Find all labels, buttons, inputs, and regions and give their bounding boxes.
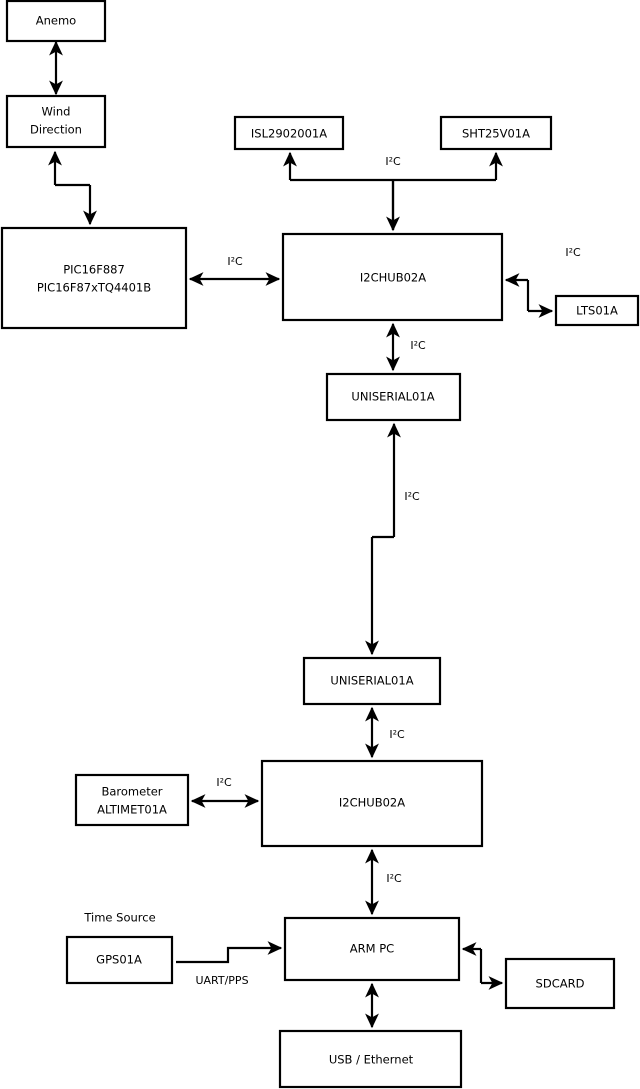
node-pic-label-1: PIC16F887 — [63, 263, 125, 277]
edge-label-uniserial-hub-bottom: I²C — [389, 728, 405, 741]
node-pic-label-2: PIC16F87xTQ4401B — [37, 281, 151, 295]
node-barometer-altimet01a[interactable]: Barometer ALTIMET01A — [74, 773, 190, 827]
node-wind-direction[interactable]: Wind Direction — [5, 94, 107, 149]
edge-label-uniserial-link: I²C — [404, 490, 420, 503]
node-sdcard-label: SDCARD — [536, 977, 585, 991]
node-anemo-label: Anemo — [36, 14, 76, 28]
node-lts01a[interactable]: LTS01A — [554, 294, 640, 327]
edge-label-hub-armpc: I²C — [386, 872, 402, 885]
node-gps01a[interactable]: GPS01A — [65, 935, 174, 985]
node-armpc-label: ARM PC — [350, 942, 394, 956]
node-uniserial-top-label: UNISERIAL01A — [351, 390, 434, 404]
node-uniserial01a-bottom[interactable]: UNISERIAL01A — [302, 656, 442, 706]
edge-gps-armpc — [176, 941, 283, 964]
node-lts-label: LTS01A — [576, 304, 618, 318]
node-isl-label: ISL2902001A — [251, 127, 327, 141]
node-hub-bottom-label: I2CHUB02A — [339, 796, 405, 810]
node-sht25v01a[interactable]: SHT25V01A — [439, 115, 553, 151]
node-i2chub02a-top[interactable]: I2CHUB02A — [281, 232, 504, 322]
edge-label-hub-uniserial-top: I²C — [410, 339, 426, 352]
node-hub-top-label: I2CHUB02A — [360, 271, 426, 285]
edge-label-gps-armpc: UART/PPS — [195, 974, 248, 987]
node-anemo[interactable]: Anemo — [5, 0, 107, 43]
node-sdcard[interactable]: SDCARD — [504, 957, 616, 1010]
edge-label-sensors-fork: I²C — [385, 155, 401, 168]
node-wind-direction-label-1: Wind — [42, 105, 71, 119]
node-usb-ethernet[interactable]: USB / Ethernet — [278, 1029, 463, 1089]
node-uniserial-bottom-label: UNISERIAL01A — [330, 674, 413, 688]
node-isl2902001a[interactable]: ISL2902001A — [233, 115, 345, 151]
node-pic16f887[interactable]: PIC16F887 PIC16F87xTQ4401B — [0, 226, 188, 330]
label-time-source: Time Source — [83, 911, 155, 925]
node-gps-label: GPS01A — [96, 953, 142, 967]
node-usb-ethernet-label: USB / Ethernet — [329, 1053, 414, 1067]
node-barometer-label-1: Barometer — [101, 785, 162, 799]
node-uniserial01a-top[interactable]: UNISERIAL01A — [325, 372, 462, 422]
node-barometer-label-2: ALTIMET01A — [97, 803, 167, 817]
edge-label-pic-hub: I²C — [227, 255, 243, 268]
edge-label-hub-lts: I²C — [565, 246, 581, 259]
node-wind-direction-label-2: Direction — [30, 123, 82, 137]
node-sht-label: SHT25V01A — [462, 127, 530, 141]
edge-label-barometer-hub: I²C — [216, 776, 232, 789]
node-arm-pc[interactable]: ARM PC — [283, 916, 461, 982]
node-i2chub02a-bottom[interactable]: I2CHUB02A — [260, 759, 484, 848]
